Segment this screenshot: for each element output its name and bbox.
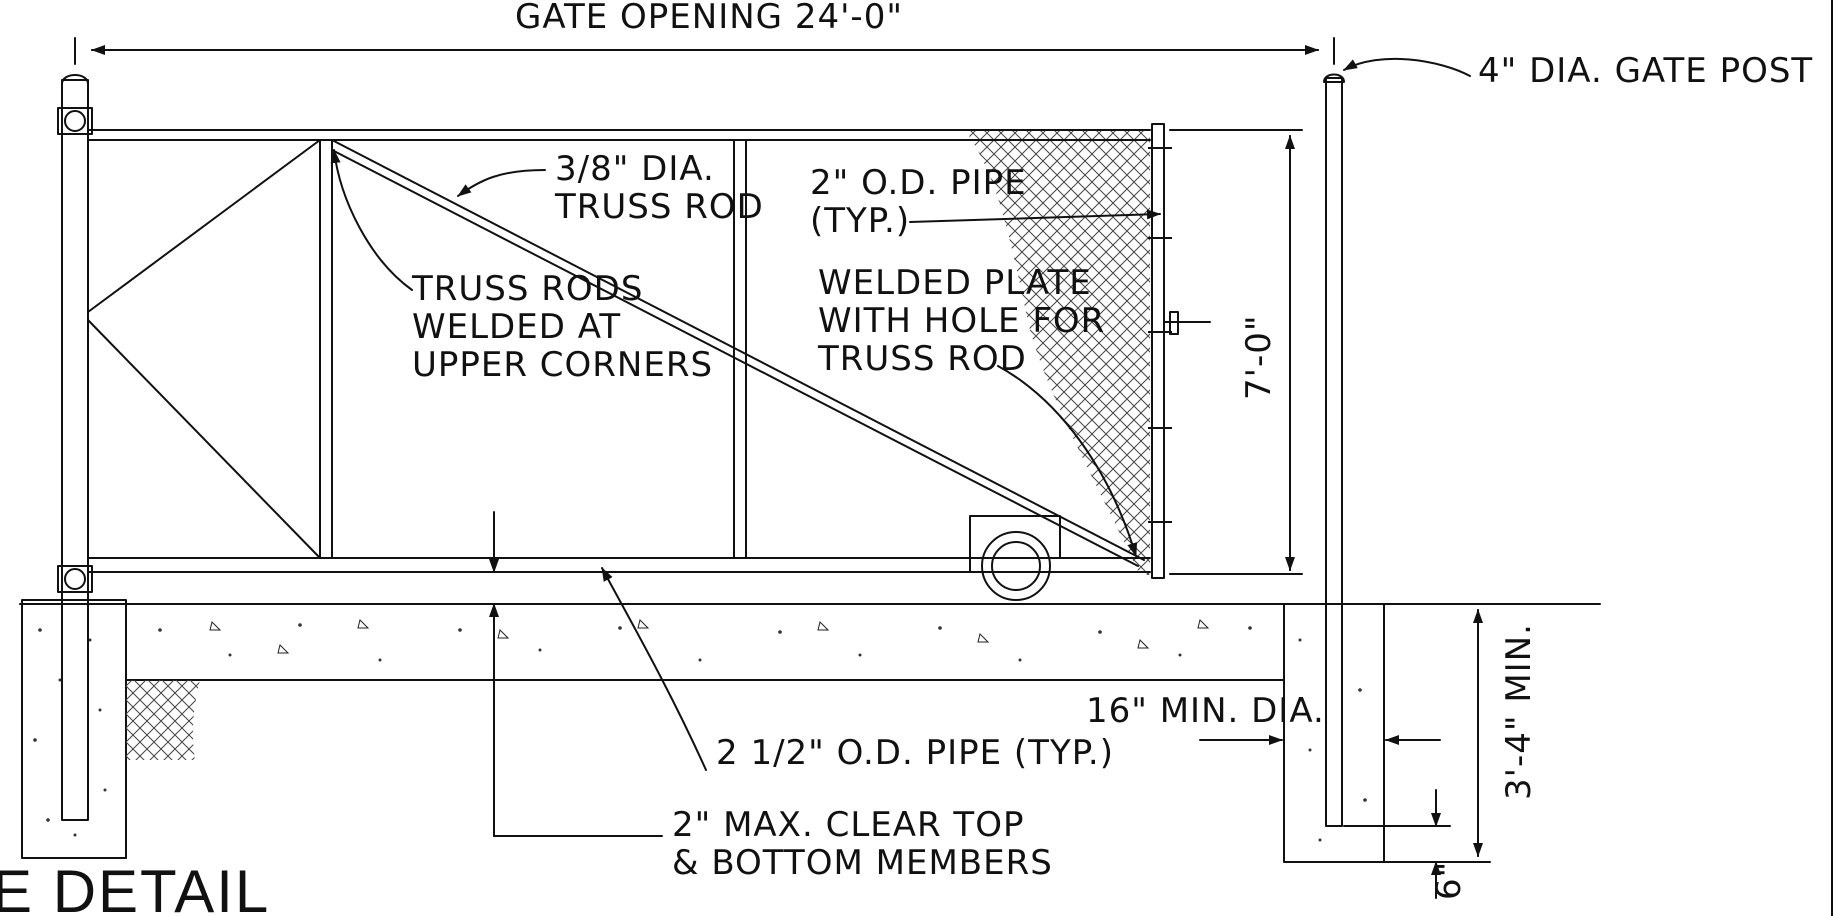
clearance-label-2: & BOTTOM MEMBERS — [672, 843, 1053, 883]
gate-post-shaft — [1325, 77, 1343, 827]
concrete-strip — [125, 603, 1285, 681]
dimensions — [74, 37, 1491, 899]
truss-rod-label-1: 3/8" DIA. — [555, 149, 715, 189]
detail-title: E DETAIL — [0, 858, 270, 916]
truss-rod-label-2: TRUSS ROD — [554, 187, 764, 227]
upright-1 — [319, 139, 333, 559]
bottom-pipe-leader — [601, 567, 707, 771]
right-post-footing — [1283, 603, 1385, 863]
truss-welded-label-2: WELDED AT — [412, 307, 621, 347]
gate-post-leader — [1343, 57, 1471, 77]
plate-label-3: TRUSS ROD — [817, 339, 1027, 379]
truss-welded-label-1: TRUSS RODS — [411, 269, 643, 309]
leaders — [330, 57, 1471, 771]
plate-label-1: WELDED PLATE — [818, 263, 1092, 303]
plate-leader — [997, 365, 1138, 557]
hinge-post — [57, 74, 93, 821]
truss-rod-main-a — [331, 139, 1145, 561]
gate-wheel — [969, 515, 1101, 601]
concrete-footings — [21, 599, 1385, 863]
hinge-post-cap — [61, 74, 89, 85]
left-ground-hatch — [126, 680, 200, 760]
od-pipe-label-2: (TYP.) — [810, 201, 910, 241]
gate-post-cap — [1323, 73, 1345, 83]
bottom-pipe-label: 2 1/2" O.D. PIPE (TYP.) — [716, 733, 1114, 773]
wheel-outer — [981, 531, 1051, 601]
upper-hinge — [57, 107, 93, 135]
truss-welded-label-3: UPPER CORNERS — [412, 345, 713, 385]
plate-label-2: WITH HOLE FOR — [818, 301, 1105, 341]
od-pipe-label-1: 2" O.D. PIPE — [810, 163, 1027, 203]
concrete-stipple — [33, 623, 1367, 842]
wheel-bracket — [969, 515, 1101, 573]
truss-rods — [87, 139, 1145, 567]
six-inch-label: 6" — [1429, 861, 1469, 900]
hinge-post-shaft — [61, 79, 89, 821]
truss-rod-left-1 — [87, 139, 321, 313]
truss-rod-left-2 — [87, 319, 321, 559]
height-label: 7'-0" — [1239, 314, 1279, 400]
depth-label: 3'-4" MIN. — [1499, 623, 1539, 800]
wheel-inner — [991, 541, 1041, 591]
latch-end-pipe — [1151, 123, 1165, 579]
gate-post-label: 4" DIA. GATE POST — [1478, 51, 1813, 91]
lower-hinge — [57, 565, 93, 593]
truss-rod-leader — [457, 169, 546, 197]
clearance-label-1: 2" MAX. CLEAR TOP — [672, 805, 1024, 845]
truss-rod-main-b — [331, 149, 1139, 567]
footing-dia-label: 16" MIN. DIA. — [1086, 691, 1325, 731]
od-pipe-leader — [909, 209, 1161, 223]
truss-welded-leader — [330, 149, 413, 291]
gate-post — [1323, 73, 1345, 827]
chainlink-mesh — [965, 130, 1150, 575]
concrete-triangles — [209, 619, 1210, 654]
latch-clips — [1148, 147, 1172, 523]
gate-opening-label: GATE OPENING 24'-0" — [515, 0, 903, 37]
latch-bracket — [1169, 311, 1179, 335]
gate-frame — [87, 123, 1211, 579]
